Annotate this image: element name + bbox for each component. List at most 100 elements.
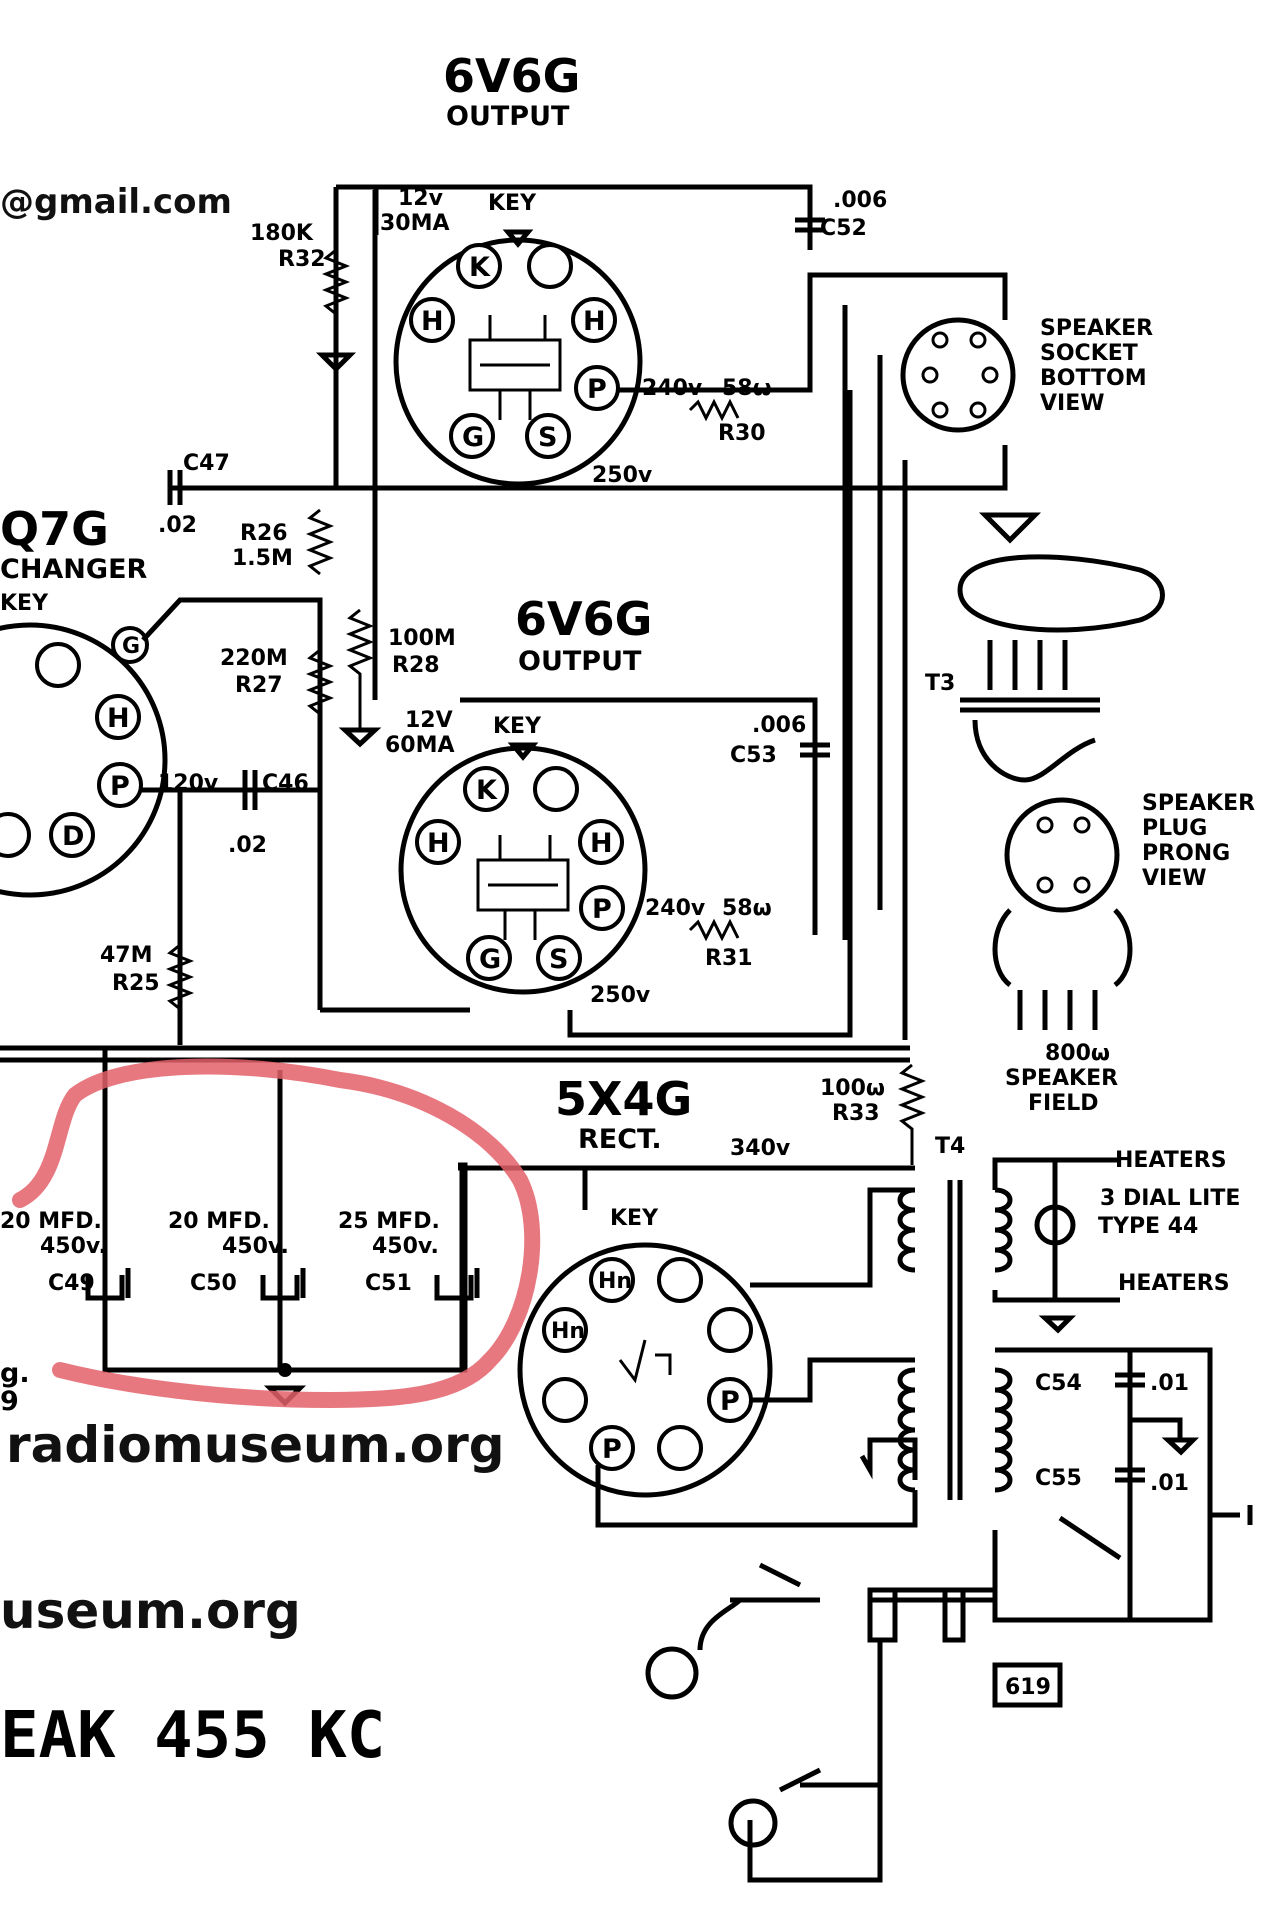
mid-plate-volt: 240v	[645, 896, 706, 921]
rect-pin-hn-left-label: Hn	[551, 1319, 585, 1344]
mid-pin-k	[463, 766, 509, 812]
q7g-envelope	[0, 622, 168, 898]
watermark-museum: useum.org	[0, 1582, 301, 1640]
watermark-email: @gmail.com	[0, 182, 232, 222]
speaker-socket-l1: SPEAKER	[1040, 316, 1153, 341]
r26-name: R26	[240, 521, 288, 546]
rect-pin-p-left-label: P	[602, 1434, 622, 1465]
r32-name: R32	[278, 247, 326, 272]
top-cap-name: C52	[820, 216, 867, 241]
q7g-pin-h-label: H	[107, 703, 130, 734]
hv-volt: 340v	[730, 1136, 791, 1161]
c50-volt: 450v.	[222, 1234, 289, 1259]
heaters-dial: 3 DIAL LITE	[1100, 1186, 1240, 1211]
speaker-socket	[900, 317, 1016, 433]
r27-name: R27	[235, 673, 283, 698]
part-number: 619	[1005, 1675, 1051, 1700]
mid-screen-volt: 250v	[590, 983, 651, 1008]
watermark-9: 9	[0, 1386, 19, 1417]
speaker-plug-l3: PRONG	[1142, 841, 1230, 866]
mid-pin-h-left-label: H	[427, 828, 450, 859]
c47-name: C47	[183, 451, 230, 476]
mid-tube-type: 6V6G	[515, 592, 652, 646]
top-pin-h-right	[571, 297, 617, 343]
mid-pin-h-right	[578, 819, 624, 865]
mid-tube-envelope	[398, 745, 648, 995]
rect-type: 5X4G	[555, 1072, 692, 1126]
rect-pin-p-right	[707, 1377, 753, 1423]
dial-lamp	[1034, 1204, 1076, 1246]
rect-role: RECT.	[578, 1124, 662, 1155]
heaters-type: TYPE 44	[1098, 1214, 1198, 1239]
speaker-plug	[1004, 797, 1120, 913]
mid-key: KEY	[493, 714, 542, 739]
mid-cathode-ma: 60MA	[385, 733, 455, 758]
top-pin-s	[525, 413, 571, 459]
c46-value: .02	[228, 833, 267, 858]
c49-volt: 450v.	[40, 1234, 107, 1259]
r26-value: 1.5M	[232, 546, 293, 571]
mid-pin-g	[466, 935, 512, 981]
top-pin-k	[456, 243, 502, 289]
r28-name: R28	[392, 653, 440, 678]
c51-mfd: 25 MFD.	[338, 1209, 440, 1234]
top-pin-s-label: S	[538, 422, 557, 453]
watermark-radiomuseum: radiomuseum.org	[6, 1416, 505, 1474]
top-tube-role: OUTPUT	[446, 101, 570, 132]
rect-envelope	[517, 1242, 773, 1498]
mid-cathode-volt: 12V	[405, 708, 453, 733]
heaters-bottom: HEATERS	[1118, 1271, 1230, 1296]
c54-value: .01	[1150, 1371, 1189, 1396]
q7g-type: Q7G	[0, 502, 109, 556]
mid-pin-s-label: S	[549, 944, 568, 975]
heaters-top: HEATERS	[1115, 1148, 1227, 1173]
speaker-plug-l4: VIEW	[1142, 866, 1207, 891]
top-pin-h-left-label: H	[421, 306, 444, 337]
top-cathode-ma: 30MA	[380, 211, 450, 236]
r25-value: 47M	[100, 943, 153, 968]
t3-label: T3	[925, 671, 955, 696]
mid-pin-p	[579, 885, 625, 931]
c55-value: .01	[1150, 1471, 1189, 1496]
r32-value: 180K	[250, 221, 314, 246]
top-plate-r30: R30	[718, 421, 766, 446]
t4-label: T4	[935, 1134, 965, 1159]
motor-symbol-bottom	[728, 1798, 778, 1848]
c51-name: C51	[365, 1271, 412, 1296]
mid-pin-k-label: K	[476, 775, 498, 806]
top-pin-k-label: K	[469, 252, 491, 283]
speaker-socket-l3: BOTTOM	[1040, 366, 1147, 391]
rect-pin-p-left	[589, 1425, 635, 1471]
field-speaker: SPEAKER	[1005, 1066, 1118, 1091]
top-pin-h-right-label: H	[583, 306, 606, 337]
top-pin-g-label: G	[462, 422, 484, 453]
q7g-pin-p-label: P	[110, 771, 130, 802]
q7g-pin-p	[97, 762, 143, 808]
r33-name: R33	[832, 1101, 880, 1126]
q7g-role: CHANGER	[0, 554, 148, 585]
peak-label: EAK 455 KC	[0, 1699, 385, 1773]
rect-pin-hn-left	[542, 1307, 588, 1353]
q7g-pin-h	[95, 694, 141, 740]
top-pin-h-left	[409, 297, 455, 343]
top-tube-envelope	[393, 237, 643, 487]
rect-pin-hn-top-label: Hn	[598, 1269, 632, 1294]
q7g-pin-d	[49, 812, 95, 858]
mid-pin-s	[536, 935, 582, 981]
top-cap-value: .006	[833, 188, 887, 213]
speaker-plug-l1: SPEAKER	[1142, 791, 1255, 816]
c49-mfd: 20 MFD.	[0, 1209, 102, 1234]
rect-key: KEY	[610, 1206, 659, 1231]
highlight-loop	[12, 1058, 541, 1409]
top-pin-p-label: P	[587, 374, 607, 405]
c46-name: C46	[262, 771, 309, 796]
motor-symbol-top	[645, 1646, 699, 1700]
c53-value: .006	[752, 713, 806, 738]
mid-plate-r31: R31	[705, 946, 753, 971]
rect-pin-p-right-label: P	[720, 1386, 740, 1417]
c54-name: C54	[1035, 1371, 1082, 1396]
field-ohms: 800ω	[1045, 1041, 1110, 1066]
speaker-socket-l4: VIEW	[1040, 391, 1105, 416]
speaker-socket-l2: SOCKET	[1040, 341, 1138, 366]
